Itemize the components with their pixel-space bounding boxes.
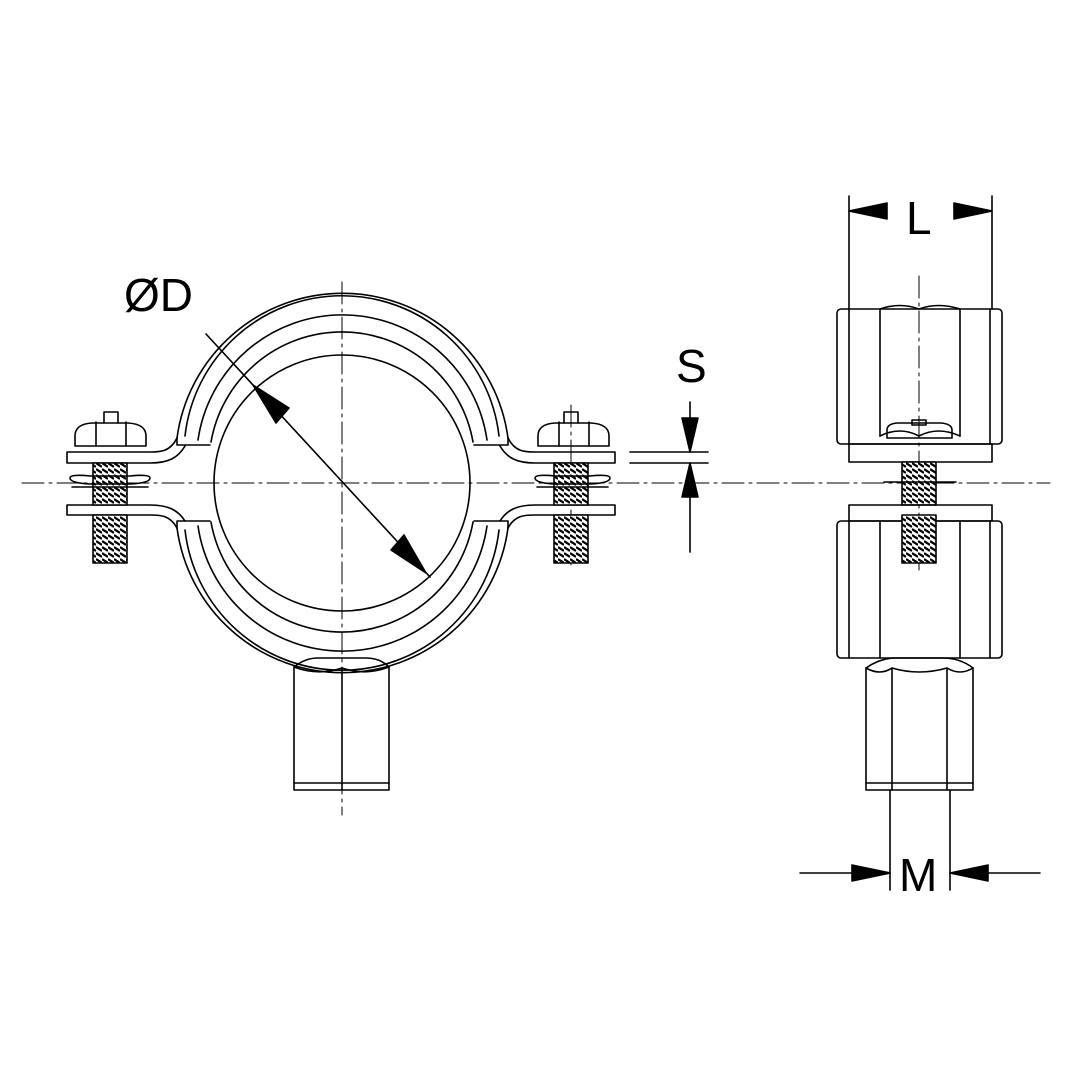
center-lines — [21, 281, 1051, 816]
length-dimension — [848, 195, 993, 310]
side-upper-profile — [836, 304, 1003, 506]
thread-label: M — [899, 849, 937, 901]
diameter-label: ØD — [124, 269, 193, 321]
left-screw — [69, 411, 151, 564]
pipe-circle — [213, 354, 471, 612]
length-label: L — [906, 192, 932, 244]
bottom-hex-nut — [293, 657, 390, 791]
thickness-label: S — [676, 340, 707, 392]
thread-dimension — [799, 789, 1041, 891]
thickness-dimension — [629, 401, 709, 553]
front-view — [21, 281, 1051, 816]
diameter-dimension — [205, 333, 431, 578]
right-screw — [534, 411, 611, 564]
side-view — [799, 195, 1041, 891]
lower-clamp-band — [66, 504, 616, 674]
side-lower-profile — [836, 504, 1003, 791]
upper-clamp-band — [66, 292, 616, 464]
